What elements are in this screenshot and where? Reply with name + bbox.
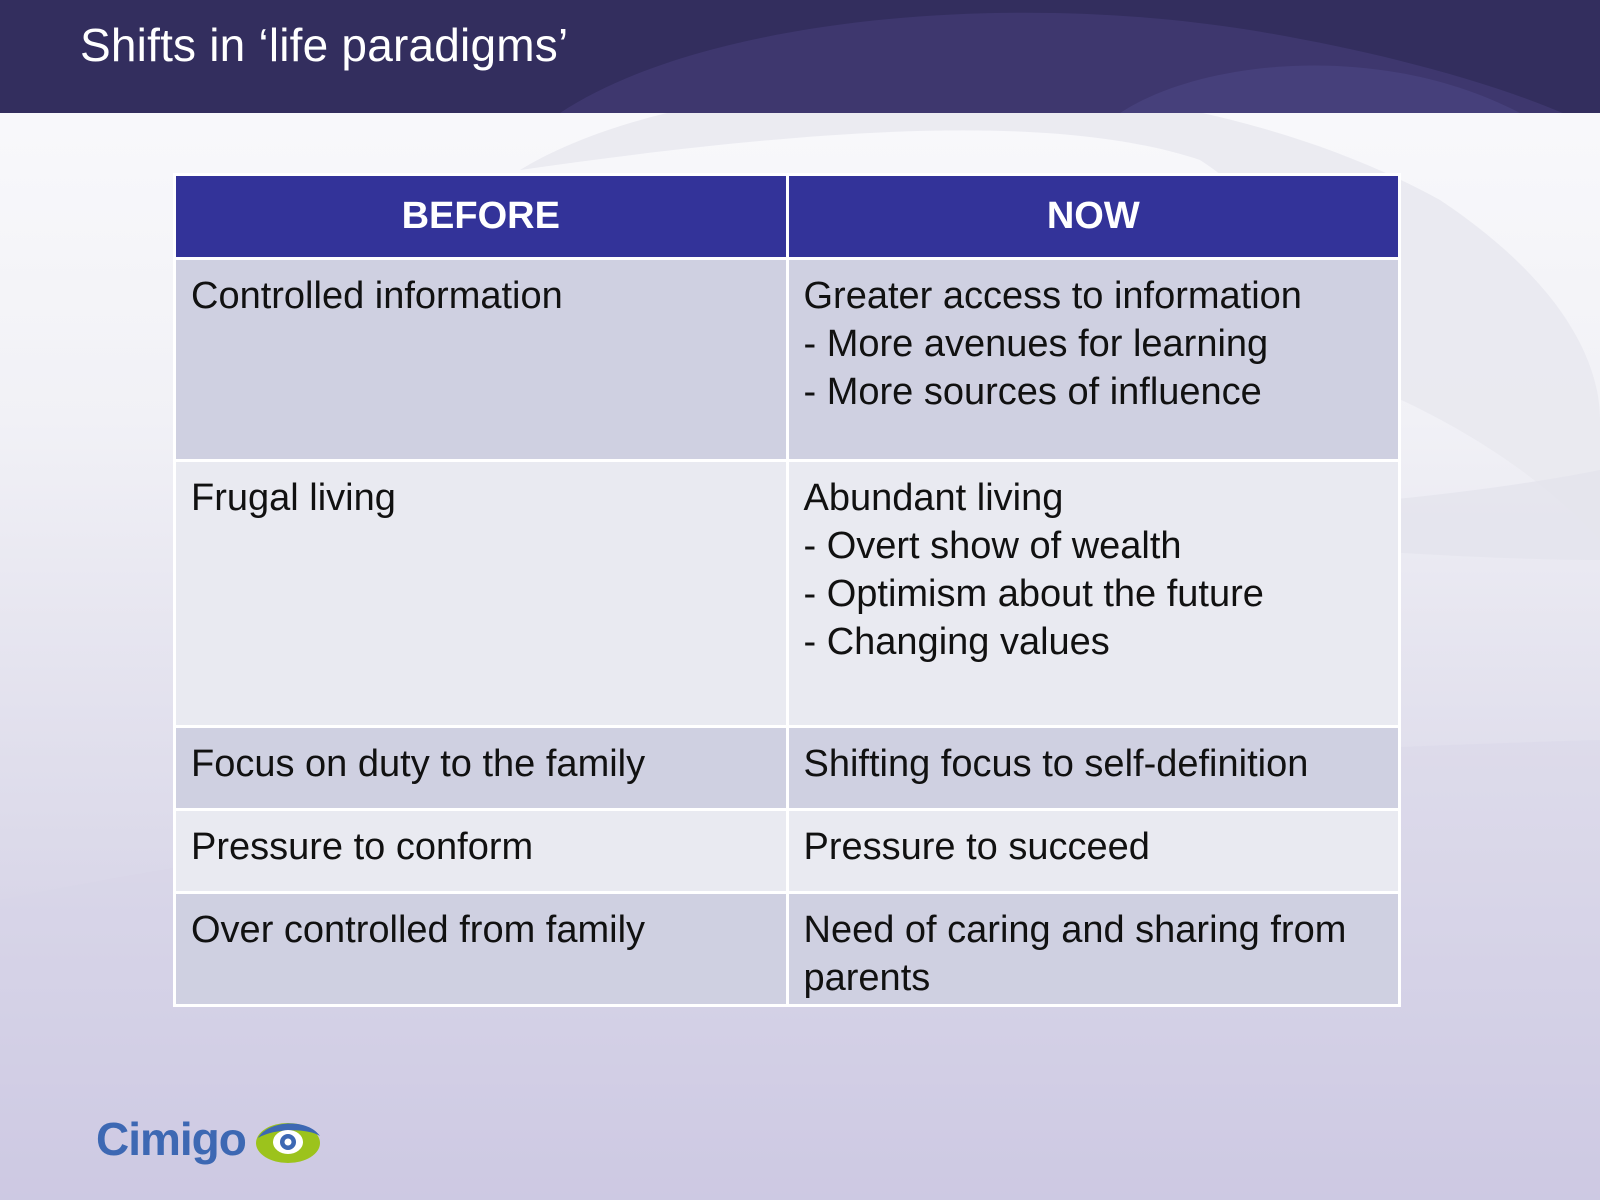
table-header-row: BEFORE NOW (173, 173, 1401, 260)
cell-text: - Optimism about the future (803, 573, 1264, 615)
now-cell: Need of caring and sharing from parents (785, 891, 1401, 1007)
cell-text: Shifting focus to self-definition (803, 743, 1309, 785)
cell-text: parents (803, 957, 931, 999)
column-header-before: BEFORE (173, 173, 789, 260)
slide-title: Shifts in ‘life paradigms’ (80, 19, 569, 71)
cell-text: Greater access to information (803, 275, 1302, 317)
column-header-now: NOW (785, 173, 1401, 260)
table-row: Over controlled from family Need of cari… (173, 891, 1401, 1007)
table-row: Focus on duty to the family Shifting foc… (173, 725, 1401, 811)
table-row: Controlled information Greater access to… (173, 257, 1401, 462)
before-cell: Controlled information (173, 257, 789, 462)
table-row: Pressure to conform Pressure to succeed (173, 808, 1401, 894)
paradigm-table-container: BEFORE NOW Controlled information Greate… (173, 173, 1401, 1007)
now-cell: Pressure to succeed (785, 808, 1401, 894)
cell-text: Abundant living (803, 477, 1064, 519)
cell-text: Focus on duty to the family (191, 743, 646, 785)
cell-text: - Changing values (803, 621, 1110, 663)
before-cell: Focus on duty to the family (173, 725, 789, 811)
header-swirl-decoration (560, 12, 1600, 113)
now-cell: Abundant living - Overt show of wealth -… (785, 459, 1401, 728)
eye-icon (256, 1123, 320, 1163)
cell-text: Frugal living (191, 477, 396, 519)
table-row: Frugal living Abundant living - Overt sh… (173, 459, 1401, 728)
paradigm-table: BEFORE NOW Controlled information Greate… (173, 173, 1401, 1007)
cell-text: - More avenues for learning (803, 323, 1269, 365)
cimigo-logo: Cimigo (96, 1112, 336, 1172)
logo-wordmark: Cimigo (96, 1113, 247, 1165)
now-cell: Greater access to information - More ave… (785, 257, 1401, 462)
cell-text: - More sources of influence (803, 371, 1262, 413)
cell-text: Pressure to conform (191, 826, 534, 868)
now-cell: Shifting focus to self-definition (785, 725, 1401, 811)
title-bar: Shifts in ‘life paradigms’ (0, 0, 1600, 113)
before-cell: Frugal living (173, 459, 789, 728)
cell-text: Need of caring and sharing from (803, 909, 1347, 951)
cell-text: Over controlled from family (191, 909, 646, 951)
before-cell: Over controlled from family (173, 891, 789, 1007)
cell-text: - Overt show of wealth (803, 525, 1182, 567)
before-cell: Pressure to conform (173, 808, 789, 894)
cell-text: Pressure to succeed (803, 826, 1150, 868)
cell-text: Controlled information (191, 275, 563, 317)
